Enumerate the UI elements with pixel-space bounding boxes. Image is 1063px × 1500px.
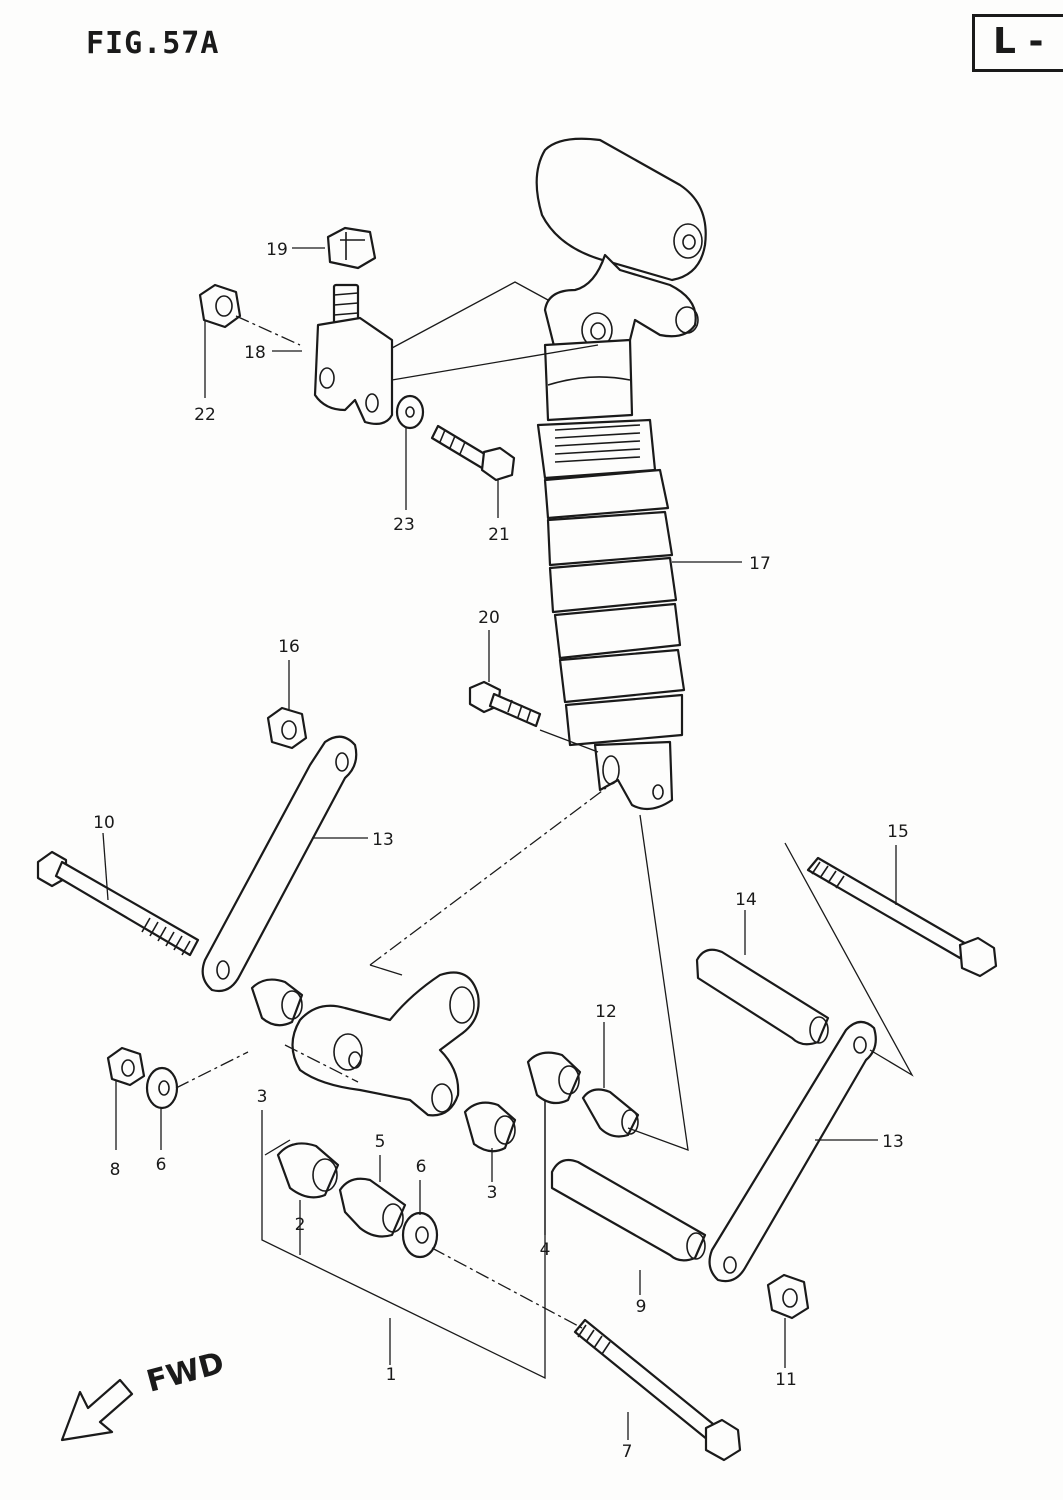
callout-23: 23: [393, 515, 415, 535]
callout-6-right: 6: [416, 1157, 427, 1177]
callout-2: 2: [295, 1215, 306, 1235]
callout-3-lower: 3: [487, 1183, 498, 1203]
cushion-lever[interactable]: [291, 971, 480, 1117]
bearing-collar-upper[interactable]: [250, 978, 304, 1027]
callout-7: 7: [622, 1442, 633, 1462]
lever-bearing[interactable]: [276, 1142, 340, 1199]
callout-10: 10: [93, 813, 115, 833]
cushion-rod-right[interactable]: [708, 1020, 877, 1283]
clevis-nut[interactable]: [326, 226, 377, 270]
forward-direction-indicator: FWD: [60, 1346, 228, 1442]
lever-pivot-bolt[interactable]: [806, 856, 998, 978]
callout-numbers: 19 18 22 23 21 17 20 16 10 13 15 14 12 3…: [93, 240, 909, 1462]
link-rod-nut[interactable]: [266, 706, 308, 750]
lever-spacer[interactable]: [338, 1177, 407, 1238]
callout-3-upper: 3: [257, 1087, 268, 1107]
callout-4: 4: [540, 1240, 551, 1260]
rod-nut[interactable]: [766, 1273, 810, 1320]
assembly-lines: [175, 281, 914, 1380]
callout-17: 17: [749, 554, 771, 574]
fwd-label: FWD: [143, 1346, 228, 1400]
rod-through-bolt[interactable]: [36, 850, 200, 957]
rod-collar[interactable]: [526, 1051, 582, 1105]
lower-shock-bolt[interactable]: [468, 680, 542, 728]
shock-spacer[interactable]: [581, 1088, 640, 1138]
shock-clevis-bracket[interactable]: [313, 283, 394, 425]
callout-12: 12: [595, 1002, 617, 1022]
callout-13-lower: 13: [882, 1132, 904, 1152]
callout-1: 1: [386, 1365, 397, 1385]
callout-leaders: [102, 247, 897, 1440]
lever-nut[interactable]: [106, 1046, 146, 1087]
callout-20: 20: [478, 608, 500, 628]
callout-11: 11: [775, 1370, 797, 1390]
lever-bolt[interactable]: [573, 1318, 742, 1462]
callout-6-left: 6: [156, 1155, 167, 1175]
upper-mount-bolt[interactable]: [430, 424, 516, 482]
cushion-rod-left[interactable]: [201, 735, 358, 993]
rear-shock-absorber[interactable]: [535, 137, 707, 811]
callout-16: 16: [278, 637, 300, 657]
callout-13-upper: 13: [372, 830, 394, 850]
callout-8: 8: [110, 1160, 121, 1180]
lever-washer-left[interactable]: [145, 1066, 179, 1110]
callout-19: 19: [266, 240, 288, 260]
callout-9: 9: [636, 1297, 647, 1317]
figure-title: FIG.57A: [86, 26, 220, 61]
callout-14: 14: [735, 890, 757, 910]
lever-washer-right[interactable]: [401, 1211, 439, 1259]
lever-pivot-tube[interactable]: [695, 948, 830, 1046]
callout-22: 22: [194, 405, 216, 425]
callout-21: 21: [488, 525, 510, 545]
model-badge: L -: [972, 14, 1063, 72]
callout-15: 15: [887, 822, 909, 842]
bearing-collar-lower[interactable]: [463, 1101, 517, 1153]
upper-washer[interactable]: [395, 394, 425, 430]
callout-5: 5: [375, 1132, 386, 1152]
rod-pivot-tube[interactable]: [550, 1158, 707, 1262]
callout-18: 18: [244, 343, 266, 363]
clevis-lock-nut[interactable]: [198, 283, 242, 329]
forward-arrow-icon: [60, 1378, 134, 1442]
